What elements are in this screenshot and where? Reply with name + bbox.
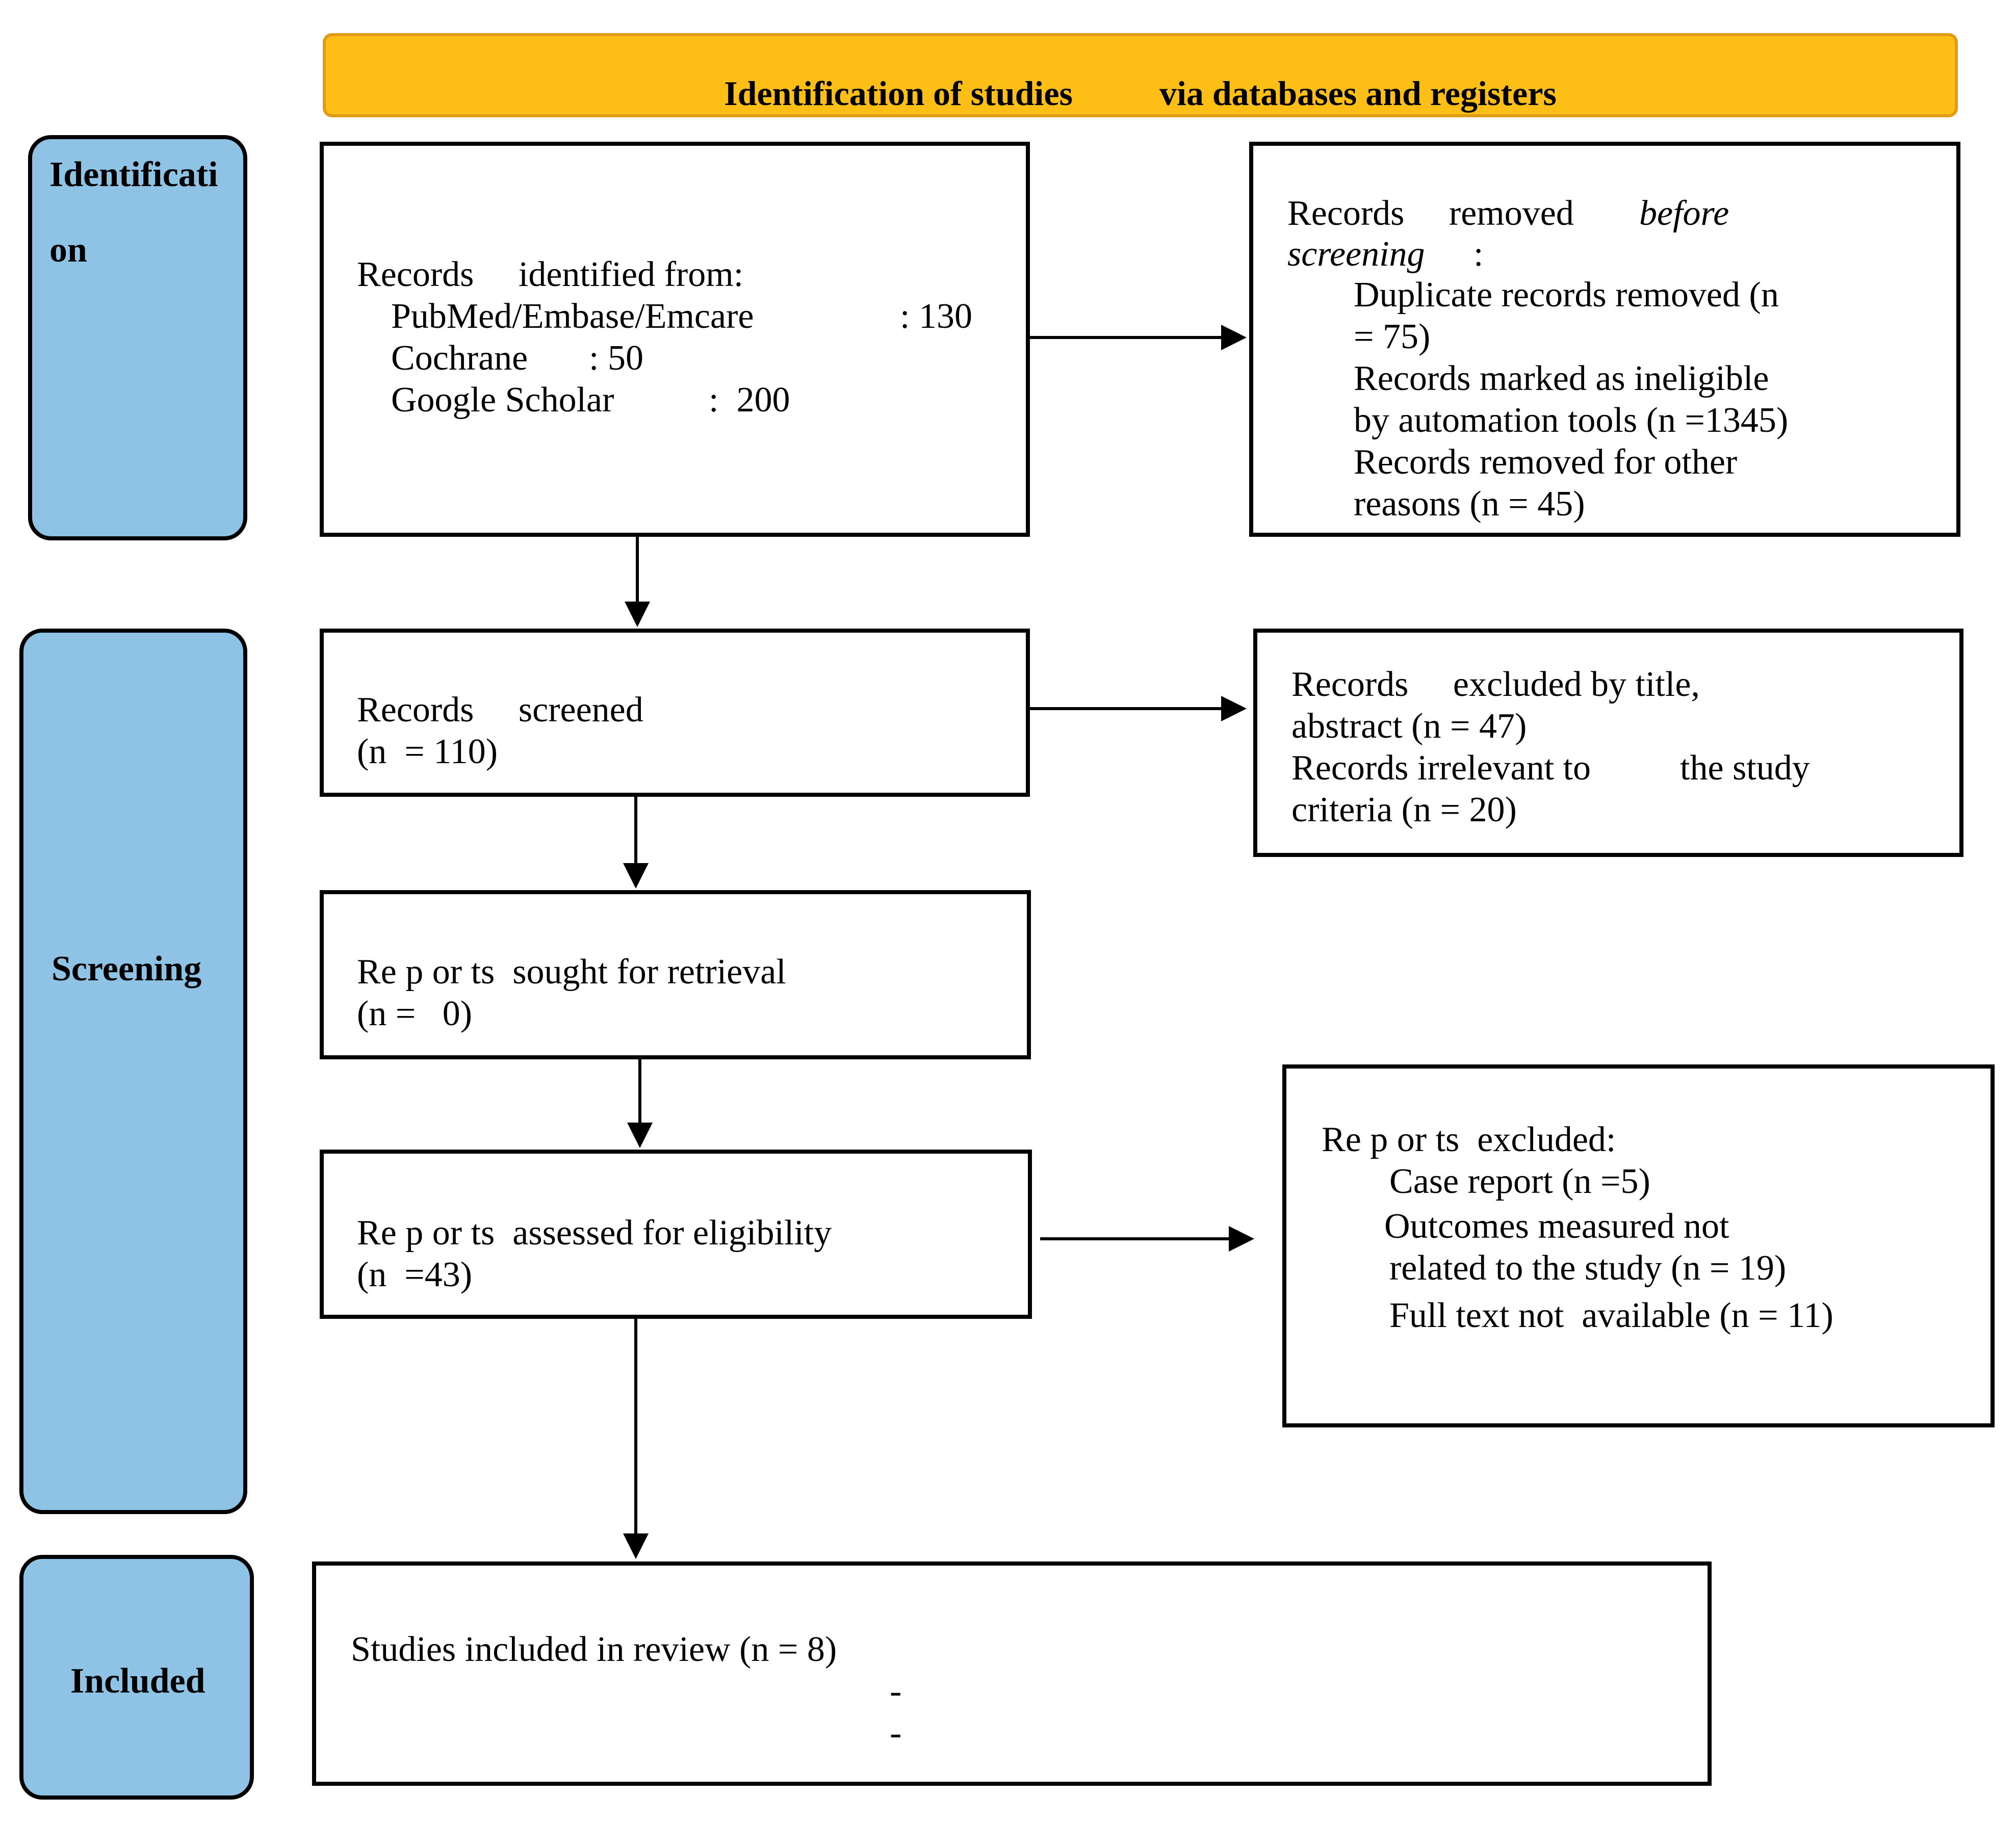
reports-excluded-heading: Re p or ts excluded: [1322, 1120, 1616, 1159]
arrowhead-assessed-to-reports-excluded [1229, 1226, 1254, 1252]
removed-heading-a: Records removed [1287, 194, 1574, 233]
reports-sought-box [320, 890, 1031, 1059]
source-pubmed: PubMed/Embase/Emcare [391, 297, 754, 336]
phase-identification-label-1: Identificati [49, 155, 218, 194]
phase-identification-label-2: on [49, 230, 87, 270]
records-screened-label: Records screened [357, 690, 643, 730]
excluded-line-1: Records excluded by title, [1291, 665, 1700, 704]
arrowhead-screened-to-excluded [1221, 696, 1247, 721]
removed-line-2: = 75) [1354, 317, 1431, 356]
excluded-line-4: criteria (n = 20) [1291, 790, 1517, 829]
removed-line-1: Duplicate records removed (n [1354, 275, 1779, 315]
source-google-scholar-count: : 200 [709, 380, 790, 420]
phase-identification: Identificati on [28, 135, 247, 540]
records-removed-box [1249, 142, 1960, 537]
excluded-line-2: abstract (n = 47) [1291, 707, 1527, 746]
reports-excluded-box [1282, 1064, 1995, 1427]
reports-excluded-line-4: Full text not available (n = 11) [1389, 1296, 1833, 1335]
arrowhead-identified-to-removed [1221, 325, 1247, 350]
source-google-scholar: Google Scholar [391, 380, 614, 420]
phase-included-label: Included [70, 1661, 205, 1701]
removed-heading-b: before [1639, 194, 1729, 233]
source-cochrane: Cochrane [391, 339, 528, 378]
reports-sought-count: (n = 0) [357, 994, 473, 1033]
records-identified-box [320, 142, 1030, 537]
studies-included-box [312, 1561, 1712, 1786]
reports-sought-label: Re p or ts sought for retrieval [357, 952, 786, 992]
reports-excluded-line-2: Outcomes measured not [1384, 1207, 1729, 1246]
records-screened-box [320, 629, 1030, 797]
phase-included: Included [19, 1555, 254, 1800]
included-dash-1: - [890, 1672, 902, 1711]
removed-heading-colon: : [1474, 235, 1484, 274]
removed-line-5: Records removed for other [1354, 443, 1738, 482]
excluded-line-3: Records irrelevant to the study [1291, 748, 1810, 788]
records-identified-heading: Records identified from: [357, 255, 744, 294]
phase-screening: Screening [19, 629, 247, 1514]
arrowhead-assessed-to-included [623, 1533, 649, 1559]
arrowhead-screened-to-sought [623, 863, 649, 889]
included-dash-2: - [890, 1713, 902, 1753]
header-bar: Identification of studies via databases … [323, 33, 1958, 117]
records-excluded-box [1253, 629, 1963, 857]
removed-line-6: reasons (n = 45) [1354, 484, 1585, 524]
studies-included-label: Studies included in review (n = 8) [351, 1630, 837, 1669]
phase-screening-label: Screening [51, 949, 202, 988]
arrowhead-identified-to-screened [625, 602, 650, 627]
reports-excluded-line-3: related to the study (n = 19) [1389, 1248, 1787, 1288]
reports-assessed-box [320, 1150, 1032, 1319]
reports-excluded-line-1: Case report (n =5) [1389, 1162, 1650, 1201]
header-title: Identification of studies via databases … [724, 74, 1557, 113]
removed-heading-c: screening [1287, 235, 1425, 274]
arrowhead-sought-to-assessed [627, 1123, 653, 1148]
removed-line-4: by automation tools (n =1345) [1354, 401, 1789, 440]
source-cochrane-count: : 50 [589, 339, 643, 378]
reports-assessed-label: Re p or ts assessed for eligibility [357, 1213, 832, 1253]
removed-line-3: Records marked as ineligible [1354, 359, 1769, 398]
source-pubmed-count: : 130 [900, 297, 972, 336]
reports-assessed-count: (n =43) [357, 1255, 473, 1294]
records-screened-count: (n = 110) [357, 732, 498, 771]
